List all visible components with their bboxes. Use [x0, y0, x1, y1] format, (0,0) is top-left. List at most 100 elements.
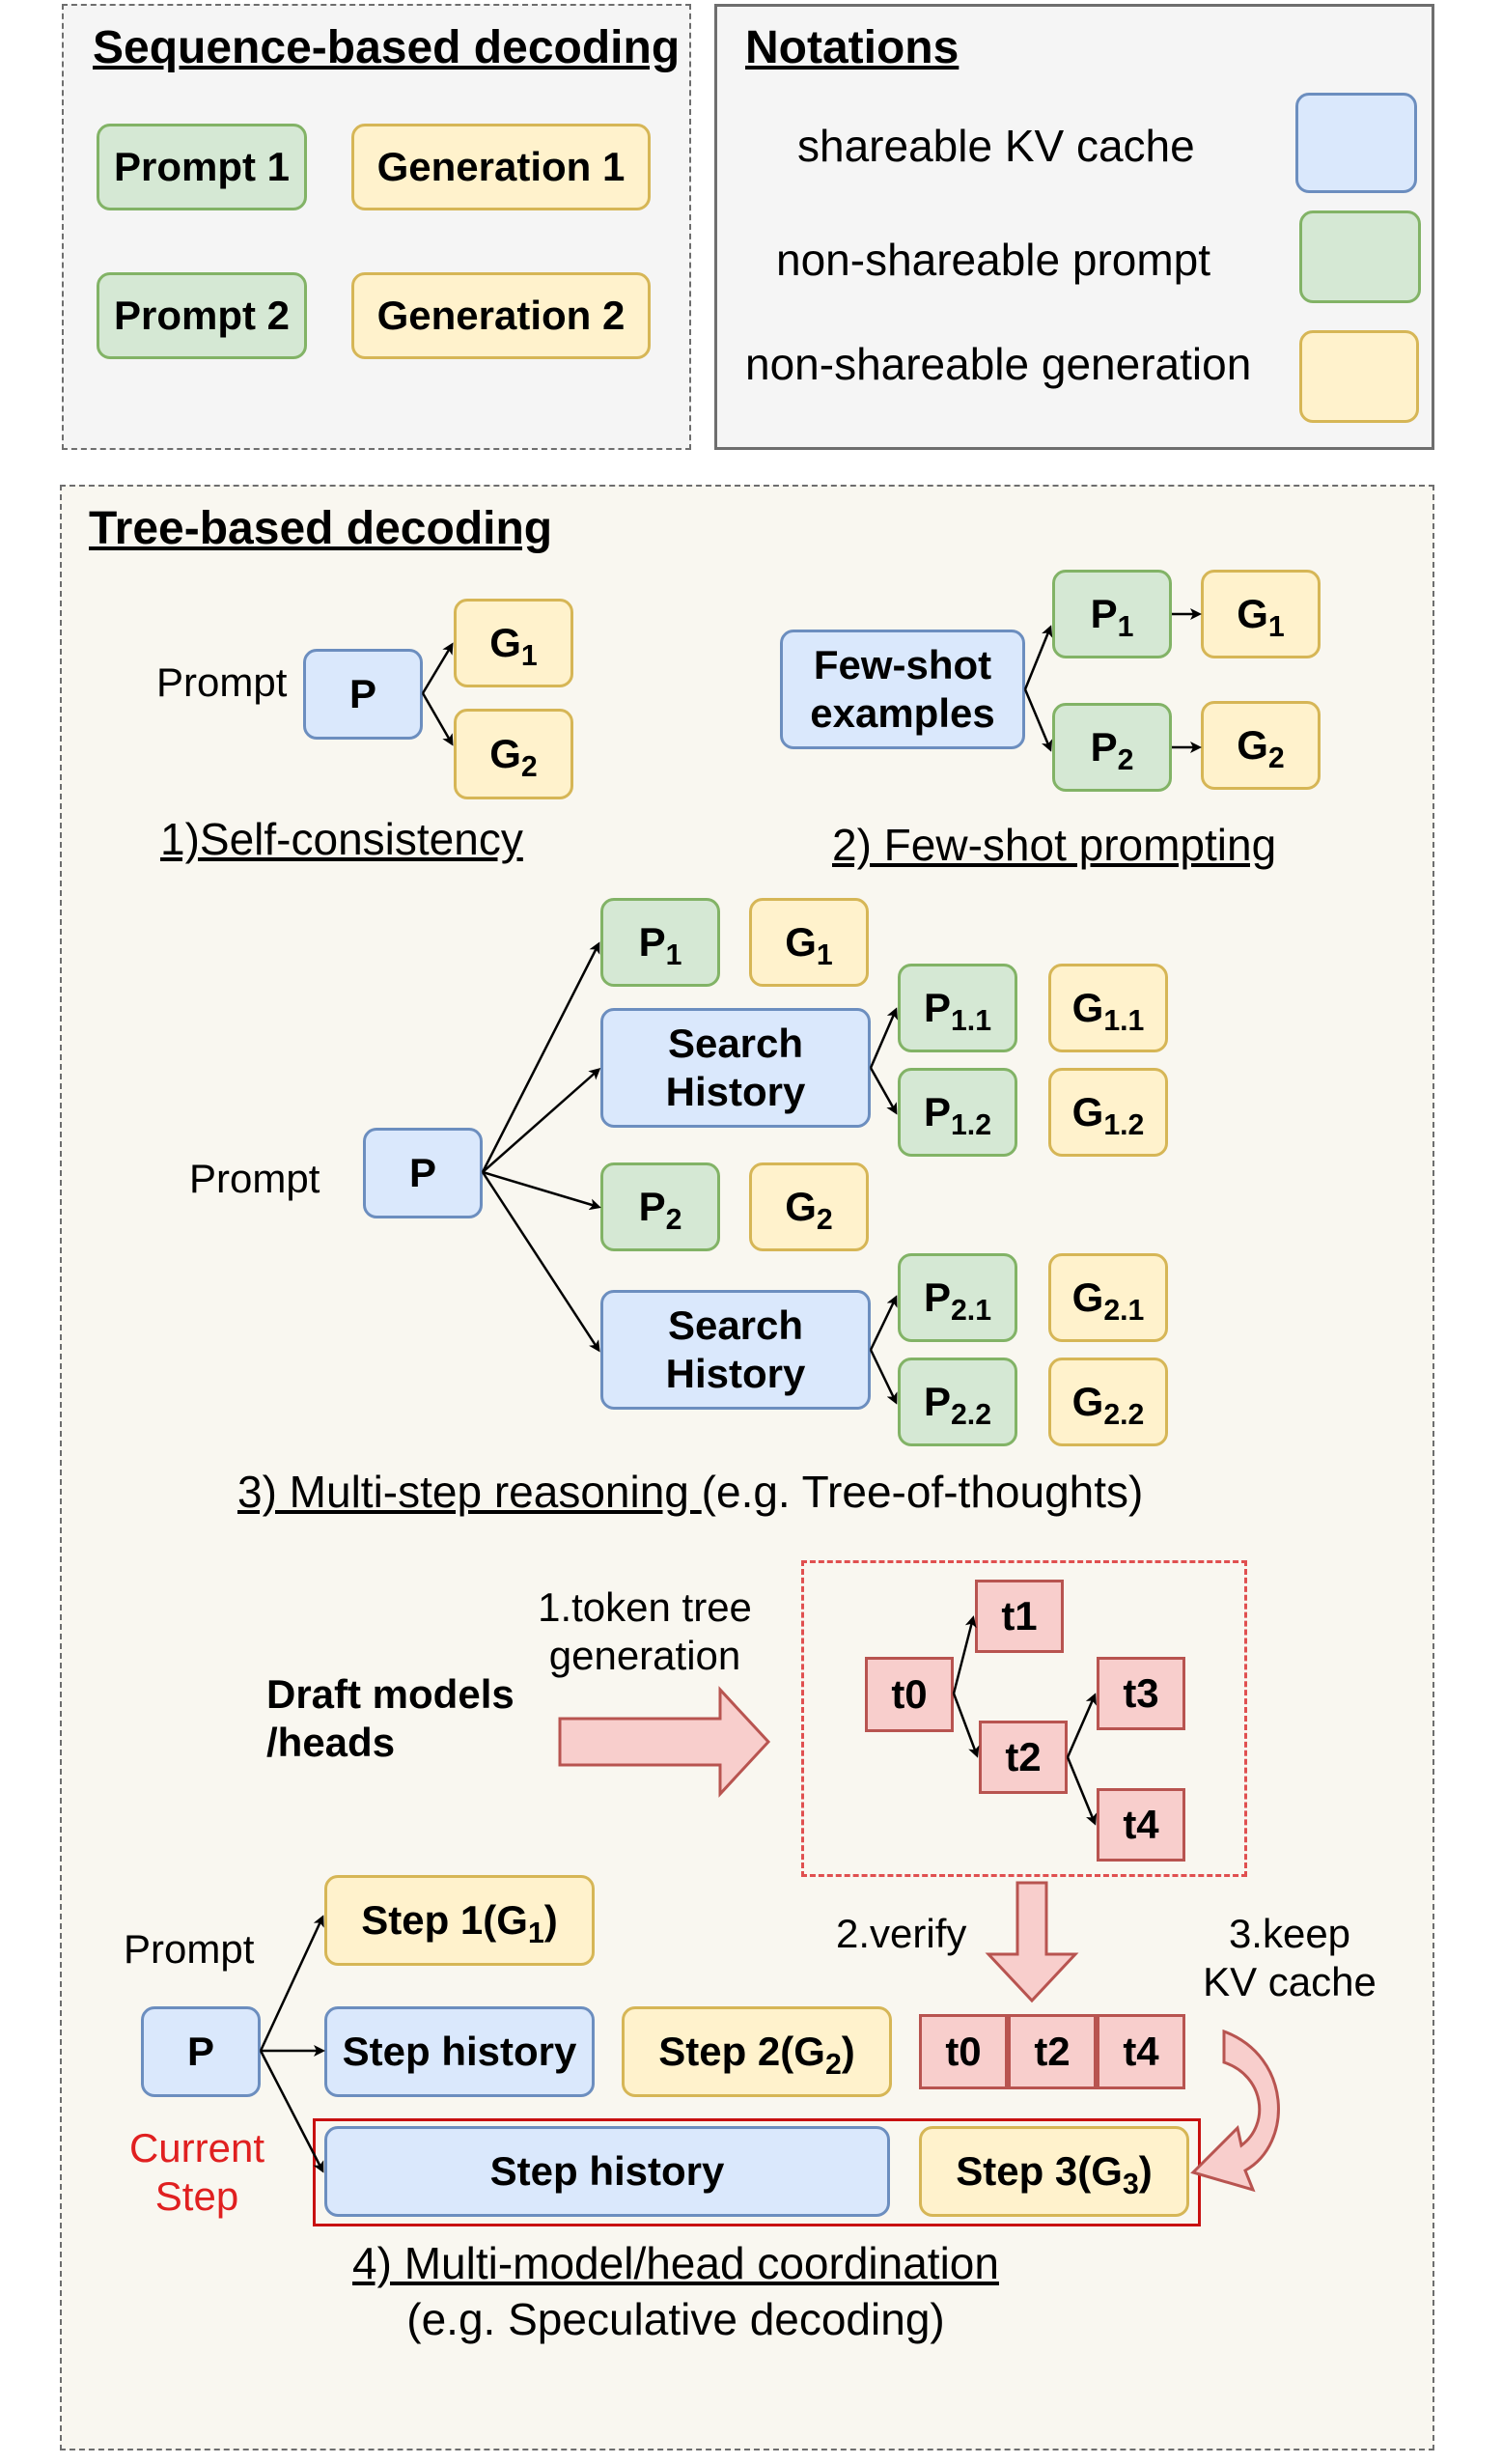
edge-ms-p-sh1	[482, 1068, 601, 1173]
verified-token-t0: t0	[919, 2014, 1008, 2089]
edge-ms-sh1-p11	[869, 1007, 898, 1069]
sc-g1-box: G1	[454, 599, 573, 687]
ms-p22-box: P2.2	[898, 1358, 1017, 1446]
sd-p-box: P	[141, 2006, 261, 2097]
edge-t2-t3	[1066, 1693, 1097, 1758]
fs-examples-line2: examples	[810, 690, 995, 736]
sd-current-line1: Current	[128, 2125, 265, 2170]
edge-ms-p-p2	[482, 1170, 601, 1211]
sd-draft-line1: Draft models	[266, 1671, 515, 1717]
ms-search2-line2: History	[665, 1351, 806, 1396]
sd-caption-line1: 4) Multi-model/head coordination	[352, 2238, 999, 2288]
edge-sd-p-step1	[259, 1915, 324, 2052]
sd-step3-box: Step 3(G3)	[919, 2126, 1189, 2217]
tree-panel-title: Tree-based decoding	[89, 503, 553, 554]
edge-ms-p-sh2	[481, 1171, 600, 1353]
sc-prompt-label: Prompt	[156, 659, 288, 705]
sd-step1-box: Step 1(G1)	[324, 1875, 595, 1966]
fs-g2-box: G2	[1201, 701, 1321, 790]
edge-sc-p-g2	[421, 692, 454, 746]
ms-search2-line1: Search	[667, 1302, 804, 1348]
edge-fs-ex-p1	[1023, 625, 1053, 690]
ms-g11-text: G1.1	[1071, 984, 1145, 1037]
sd-keep-line2: KV cache	[1203, 1959, 1377, 2005]
ms-p1-box: P1	[600, 898, 720, 987]
fs-caption: 2) Few-shot prompting	[832, 820, 1277, 870]
sc-caption: 1)Self-consistency	[160, 814, 523, 864]
edge-sc-p-g1	[421, 642, 454, 694]
sequence-panel-title: Sequence-based decoding	[93, 22, 681, 73]
notation-label-generation: non-shareable generation	[745, 339, 1252, 389]
sd-token-tree-label: 1.token tree generation	[537, 1583, 753, 1681]
tree-panel	[60, 485, 1434, 2450]
sd-draft-label: Draft models /heads	[266, 1670, 515, 1768]
sd-verify-label: 2.verify	[836, 1911, 967, 1956]
ms-g12-text: G1.2	[1071, 1088, 1145, 1141]
fs-p2-text: P2	[1090, 723, 1134, 776]
edge-sd-p-current	[259, 2050, 324, 2173]
token-t2: t2	[979, 1721, 1068, 1794]
sc-g2-box: G2	[454, 709, 573, 799]
verify-arrow	[985, 1881, 1079, 2003]
notation-label-prompt: non-shareable prompt	[776, 235, 1211, 285]
ms-p11-text: P1.1	[923, 984, 992, 1037]
sc-p-box: P	[303, 649, 423, 740]
ms-p1-text: P1	[638, 918, 682, 971]
fs-examples-line1: Few-shot	[813, 641, 992, 687]
ms-p22-text: P2.2	[923, 1378, 992, 1431]
ms-prompt-label: Prompt	[189, 1156, 320, 1201]
ms-caption: 3) Multi-step reasoning (e.g. Tree-of-th…	[237, 1467, 1144, 1517]
edge-ms-sh1-p12	[869, 1067, 898, 1115]
fs-p1-box: P1	[1052, 570, 1172, 658]
sd-current-line2: Step	[154, 2173, 239, 2220]
sd-draft-line2: /heads	[266, 1720, 396, 1766]
sd-step1-text: Step 1(G1)	[361, 1896, 558, 1949]
generation-2-box: Generation 2	[351, 272, 651, 359]
notation-label-kv: shareable KV cache	[797, 121, 1195, 171]
ms-g1-box: G1	[749, 898, 869, 987]
notations-title: Notations	[745, 22, 960, 73]
token-t3: t3	[1097, 1657, 1185, 1730]
edge-ms-sh2-p22	[869, 1349, 898, 1405]
sd-prompt-label: Prompt	[124, 1926, 255, 1972]
generation-1-box: Generation 1	[351, 124, 651, 210]
ms-p21-box: P2.1	[898, 1253, 1017, 1342]
sc-g1-text: G1	[489, 619, 538, 672]
sd-token-tree-line1: 1.token tree	[538, 1584, 752, 1630]
sd-step2-box: Step 2(G2)	[622, 2006, 892, 2097]
notation-swatch-generation	[1299, 330, 1419, 423]
fs-g1-box: G1	[1201, 570, 1321, 658]
keep-kv-cache-arrow	[1190, 2029, 1280, 2193]
verified-token-t2: t2	[1008, 2014, 1097, 2089]
edge-t2-t4	[1066, 1756, 1098, 1826]
edge-t0-t1	[952, 1615, 977, 1694]
ms-p2-box: P2	[600, 1162, 720, 1251]
edge-ms-p-p1	[481, 941, 600, 1173]
sc-g2-text: G2	[489, 730, 538, 783]
ms-g2-box: G2	[749, 1162, 869, 1251]
ms-p12-text: P1.2	[923, 1088, 992, 1141]
sd-current-step-label: Current Step	[120, 2124, 274, 2222]
ms-g21-box: G2.1	[1048, 1253, 1168, 1342]
token-tree-dashed-box	[801, 1560, 1247, 1877]
edge-ms-sh2-p21	[869, 1295, 898, 1351]
token-t0: t0	[865, 1657, 954, 1732]
notation-swatch-prompt	[1299, 210, 1421, 303]
sd-step-history-box: Step history	[324, 2006, 595, 2097]
fs-p1-text: P1	[1090, 590, 1134, 643]
verified-token-t4: t4	[1097, 2014, 1185, 2089]
ms-search-history-2-box: Search History	[600, 1290, 871, 1410]
fs-g1-text: G1	[1237, 590, 1285, 643]
ms-search1-line1: Search	[667, 1020, 804, 1066]
ms-p2-text: P2	[638, 1183, 682, 1236]
sd-caption: 4) Multi-model/head coordination (e.g. S…	[319, 2236, 1033, 2347]
sd-caption-line2: (e.g. Speculative decoding)	[406, 2293, 945, 2344]
ms-g1-text: G1	[785, 918, 833, 971]
ms-search-history-1-box: Search History	[600, 1008, 871, 1128]
token-tree-generation-arrow	[558, 1686, 771, 1798]
ms-g2-text: G2	[785, 1183, 833, 1236]
ms-g11-box: G1.1	[1048, 964, 1168, 1052]
fs-p2-box: P2	[1052, 703, 1172, 792]
